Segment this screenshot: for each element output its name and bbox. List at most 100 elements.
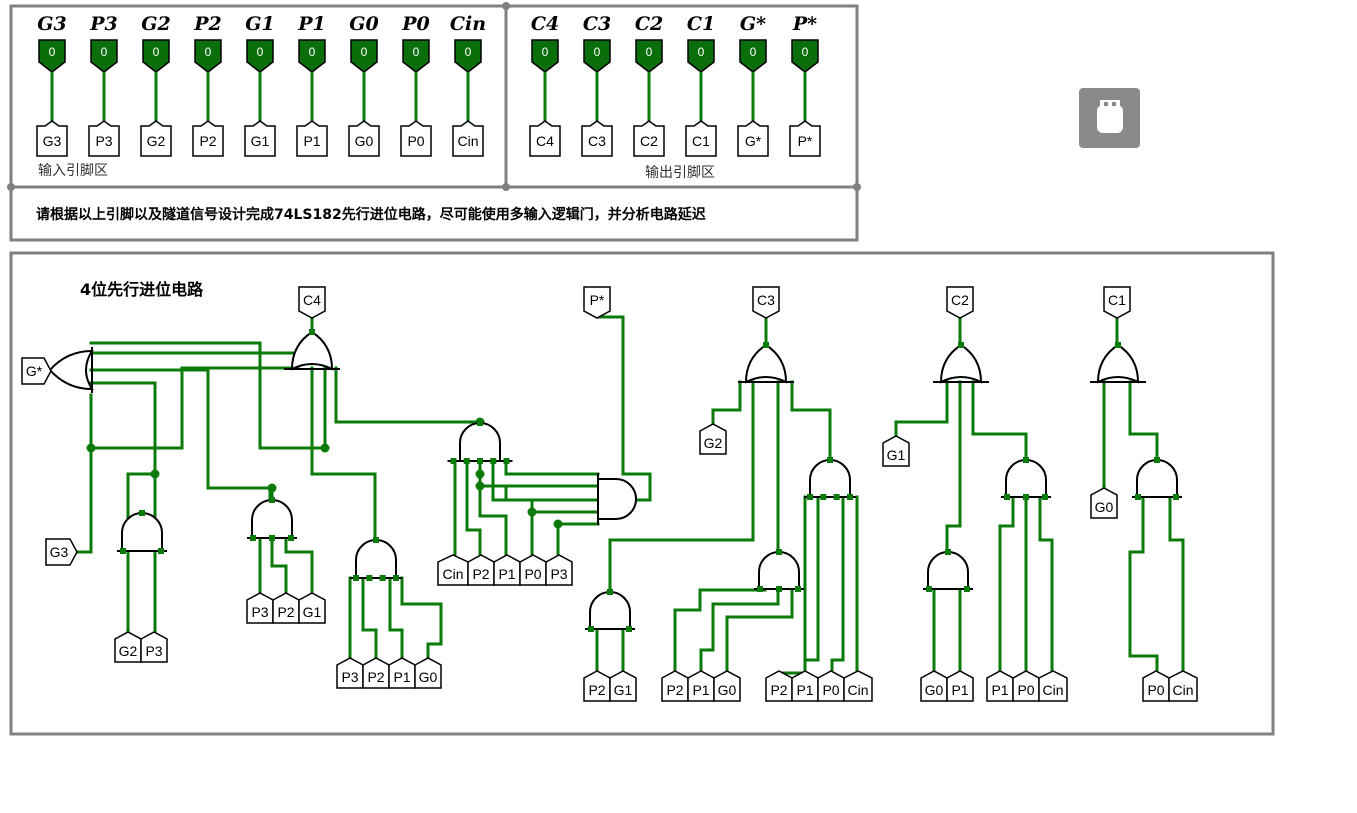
tunnel-g1[interactable]: G1 — [882, 435, 910, 467]
pin-led-p1[interactable] — [298, 39, 326, 73]
tunnel-cin[interactable]: Cin — [843, 670, 873, 702]
or-gate-c2[interactable] — [933, 342, 989, 384]
and-gate-c2-g0p1[interactable] — [923, 549, 973, 592]
tunnel-p1[interactable]: P1 — [946, 670, 974, 702]
pin-title-g3: G3 — [37, 13, 66, 35]
and-gate-c1-p0cin[interactable] — [1132, 457, 1182, 500]
tunnel-p0[interactable]: P0 — [1142, 670, 1170, 702]
tunnel-g0[interactable]: G0 — [1090, 487, 1118, 519]
tunnel-p2[interactable]: P2 — [362, 657, 390, 689]
tunnel-c1[interactable]: C1 — [1103, 286, 1131, 319]
tunnel-p1[interactable]: P1 — [493, 554, 521, 586]
tunnel-p3[interactable]: P3 — [246, 592, 274, 624]
pin-pstar[interactable]: P*0P* — [789, 13, 821, 157]
pin-led-g1[interactable] — [246, 39, 274, 73]
and-gate-c3-p2p1g0[interactable] — [754, 549, 804, 592]
tunnel-label: P3 — [145, 643, 162, 659]
tunnel-c2[interactable]: C2 — [946, 286, 974, 319]
tunnel-g2[interactable]: G2 — [114, 631, 142, 663]
pin-led-c3[interactable] — [583, 39, 611, 73]
tunnel-g0[interactable]: G0 — [414, 657, 442, 689]
pin-led-g3[interactable] — [38, 39, 66, 73]
and-gate-p3g2[interactable] — [117, 510, 167, 554]
pin-led-cin[interactable] — [454, 39, 482, 73]
pin-led-g0[interactable] — [350, 39, 378, 73]
tunnel-p0[interactable]: P0 — [1012, 670, 1040, 702]
tunnel-g1[interactable]: G1 — [298, 592, 326, 624]
tunnel-label: Cin — [847, 682, 868, 698]
pin-led-p2[interactable] — [194, 39, 222, 73]
tunnel-label-g3: G3 — [43, 133, 62, 149]
tunnel-c3[interactable]: C3 — [752, 286, 780, 319]
led-value: 0 — [646, 45, 653, 59]
pin-led-p0[interactable] — [402, 39, 430, 73]
and-gate-p3p2g1[interactable] — [247, 497, 297, 541]
tunnel-label: G0 — [718, 682, 737, 698]
and-gate-c3-p2p1p0cin[interactable] — [804, 457, 856, 500]
tunnel-g0[interactable]: G0 — [713, 670, 741, 702]
or-gate-c1[interactable] — [1090, 342, 1146, 384]
tunnel-p2[interactable]: P2 — [583, 670, 611, 702]
pin-led-gstar[interactable] — [739, 39, 767, 73]
and-gate-c3-p2g1[interactable] — [585, 589, 635, 632]
tunnel-p2[interactable]: P2 — [272, 592, 300, 624]
pin-led-c2[interactable] — [635, 39, 663, 73]
tunnel-p3[interactable]: P3 — [336, 657, 364, 689]
pin-led-g2[interactable] — [142, 39, 170, 73]
tunnel-cin[interactable]: Cin — [437, 554, 469, 586]
pin-led-p3[interactable] — [90, 39, 118, 73]
and-gate-pstar[interactable] — [597, 473, 637, 525]
tunnel-label: P1 — [393, 669, 410, 685]
and-gate-p3p2p1g0[interactable] — [350, 537, 402, 581]
tunnel-gstar[interactable]: G* — [21, 357, 52, 385]
or-gate-c3[interactable] — [738, 342, 794, 384]
tunnel-g1[interactable]: G1 — [609, 670, 637, 702]
tunnel-c4[interactable]: C4 — [298, 286, 326, 319]
tunnel-p0[interactable]: P0 — [519, 554, 547, 586]
and-gate-c2-p1p0cin[interactable] — [1001, 457, 1051, 500]
tunnel-g3[interactable]: G3 — [45, 538, 78, 566]
pin-gstar[interactable]: G*0G* — [737, 13, 769, 157]
tunnel-label: C2 — [951, 292, 969, 308]
pin-led-pstar[interactable] — [791, 39, 819, 73]
tunnel-p3[interactable]: P3 — [140, 631, 168, 663]
and-gate-cin-p-chain[interactable] — [447, 420, 513, 464]
tunnel-p1[interactable]: P1 — [388, 657, 416, 689]
pin-led-c1[interactable] — [687, 39, 715, 73]
tunnel-cin[interactable]: Cin — [1168, 670, 1198, 702]
or-gate-gstar[interactable] — [48, 347, 94, 393]
tunnel-g2[interactable]: G2 — [699, 423, 727, 455]
tunnel-pstar[interactable]: P* — [583, 286, 611, 319]
tunnel-cin[interactable]: Cin — [1038, 670, 1068, 702]
tunnel-p3[interactable]: P3 — [545, 554, 573, 586]
tunnel-g0[interactable]: G0 — [920, 670, 948, 702]
tunnel-p1[interactable]: P1 — [986, 670, 1014, 702]
tunnel-p1[interactable]: P1 — [687, 670, 715, 702]
tunnel-p2[interactable]: P2 — [765, 670, 793, 702]
plugin-button[interactable] — [1079, 88, 1140, 148]
tunnel-label-c3: C3 — [588, 133, 606, 149]
tunnel-p2[interactable]: P2 — [467, 554, 495, 586]
tunnel-label: P* — [590, 292, 605, 308]
tunnel-p1[interactable]: P1 — [791, 670, 819, 702]
or-gate-c4[interactable] — [284, 329, 340, 371]
tunnel-p0[interactable]: P0 — [817, 670, 845, 702]
tunnel-p2[interactable]: P2 — [661, 670, 689, 702]
pin-led-c4[interactable] — [531, 39, 559, 73]
tunnel-label-pstar: P* — [798, 133, 813, 149]
pin-title-c2: C2 — [635, 13, 663, 35]
